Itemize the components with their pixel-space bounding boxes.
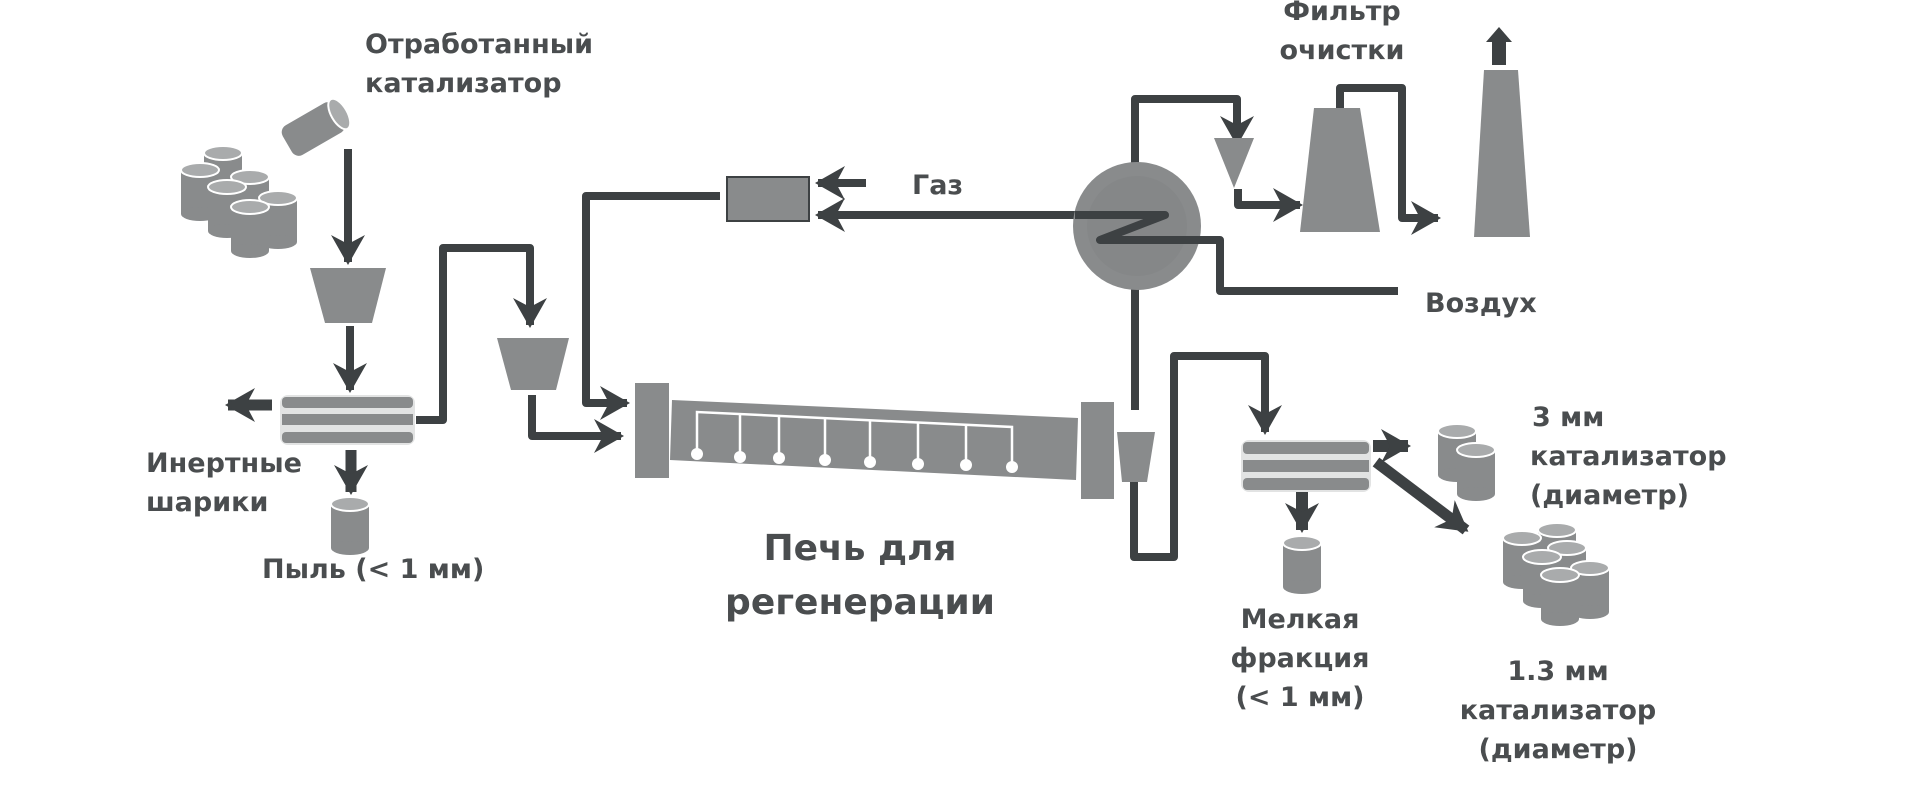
filter <box>1300 108 1380 232</box>
label-kiln-line-2: регенерации <box>725 582 995 623</box>
product-3mm <box>1437 423 1496 502</box>
label-kiln-line-1: Печь для <box>763 528 957 569</box>
label-filter: Фильтр очистки <box>1262 0 1422 70</box>
label-filter-line-2: очистки <box>1279 35 1405 67</box>
flow-burner-to-kiln <box>582 192 720 420</box>
label-air: Воздух <box>1425 288 1537 319</box>
label-spent-catalyst-line-1: Отработанный <box>365 29 594 60</box>
label-3mm-line-3: (диаметр) <box>1530 480 1689 512</box>
label-inert-balls-line-2: шарики <box>146 487 269 519</box>
flow-screen-to-kiln-hopper <box>416 244 547 424</box>
label-spent-catalyst: Отработанный катализатор <box>365 25 593 103</box>
spent-catalyst-pile <box>180 97 352 259</box>
label-dust: Пыль (< 1 мм) <box>262 554 485 585</box>
label-1-3mm-line-2: катализатор <box>1459 695 1657 727</box>
screen-1 <box>280 395 415 445</box>
cyclone <box>1214 138 1254 188</box>
label-inert-balls-line-1: Инертные <box>146 448 302 479</box>
exchanger-coil <box>1075 211 1215 244</box>
flow-hopper-to-screen2 <box>1130 352 1282 561</box>
label-spent-catalyst-line-2: катализатор <box>365 68 562 100</box>
fines-bin <box>1282 535 1322 595</box>
flow-filter-to-stack <box>1336 84 1441 235</box>
label-fines-line-1: Мелкая <box>1240 604 1360 635</box>
stack <box>1474 70 1530 237</box>
label-catalyst-1-3mm: 1.3 мм катализатор (диаметр) <box>1458 652 1658 769</box>
discharge-hopper <box>1117 432 1155 482</box>
label-inert-balls: Инертные шарики <box>146 444 302 522</box>
product-1-3mm <box>1502 522 1610 627</box>
flow-hopper-to-kiln <box>528 395 624 453</box>
flow-1-3mm <box>1372 457 1470 535</box>
label-3mm-line-1: 3 мм <box>1532 402 1605 433</box>
flow-cyclone-to-filter <box>1234 188 1303 222</box>
label-fines: Мелкая фракция (< 1 мм) <box>1210 600 1390 717</box>
label-catalyst-3mm: 3 мм катализатор (диаметр) <box>1530 398 1727 515</box>
dust-bin <box>330 496 370 556</box>
label-regeneration-kiln: Печь для регенерации <box>690 522 1030 630</box>
regeneration-kiln <box>635 383 1114 499</box>
flow-exchanger-to-cyclone <box>1131 95 1254 170</box>
label-fines-line-2: фракция <box>1230 643 1370 675</box>
label-1-3mm-line-3: (диаметр) <box>1478 734 1638 766</box>
label-fines-line-3: (< 1 мм) <box>1235 682 1365 714</box>
label-gas: Газ <box>912 170 964 201</box>
stack-outflow-arrow <box>1486 27 1512 65</box>
screen-2 <box>1241 440 1371 492</box>
kiln-feed-hopper <box>497 338 569 390</box>
label-3mm-line-2: катализатор <box>1530 441 1727 473</box>
burner <box>726 176 810 222</box>
label-1-3mm-line-1: 1.3 мм <box>1507 656 1609 687</box>
feed-hopper <box>310 268 386 323</box>
label-filter-line-1: Фильтр <box>1283 0 1401 27</box>
